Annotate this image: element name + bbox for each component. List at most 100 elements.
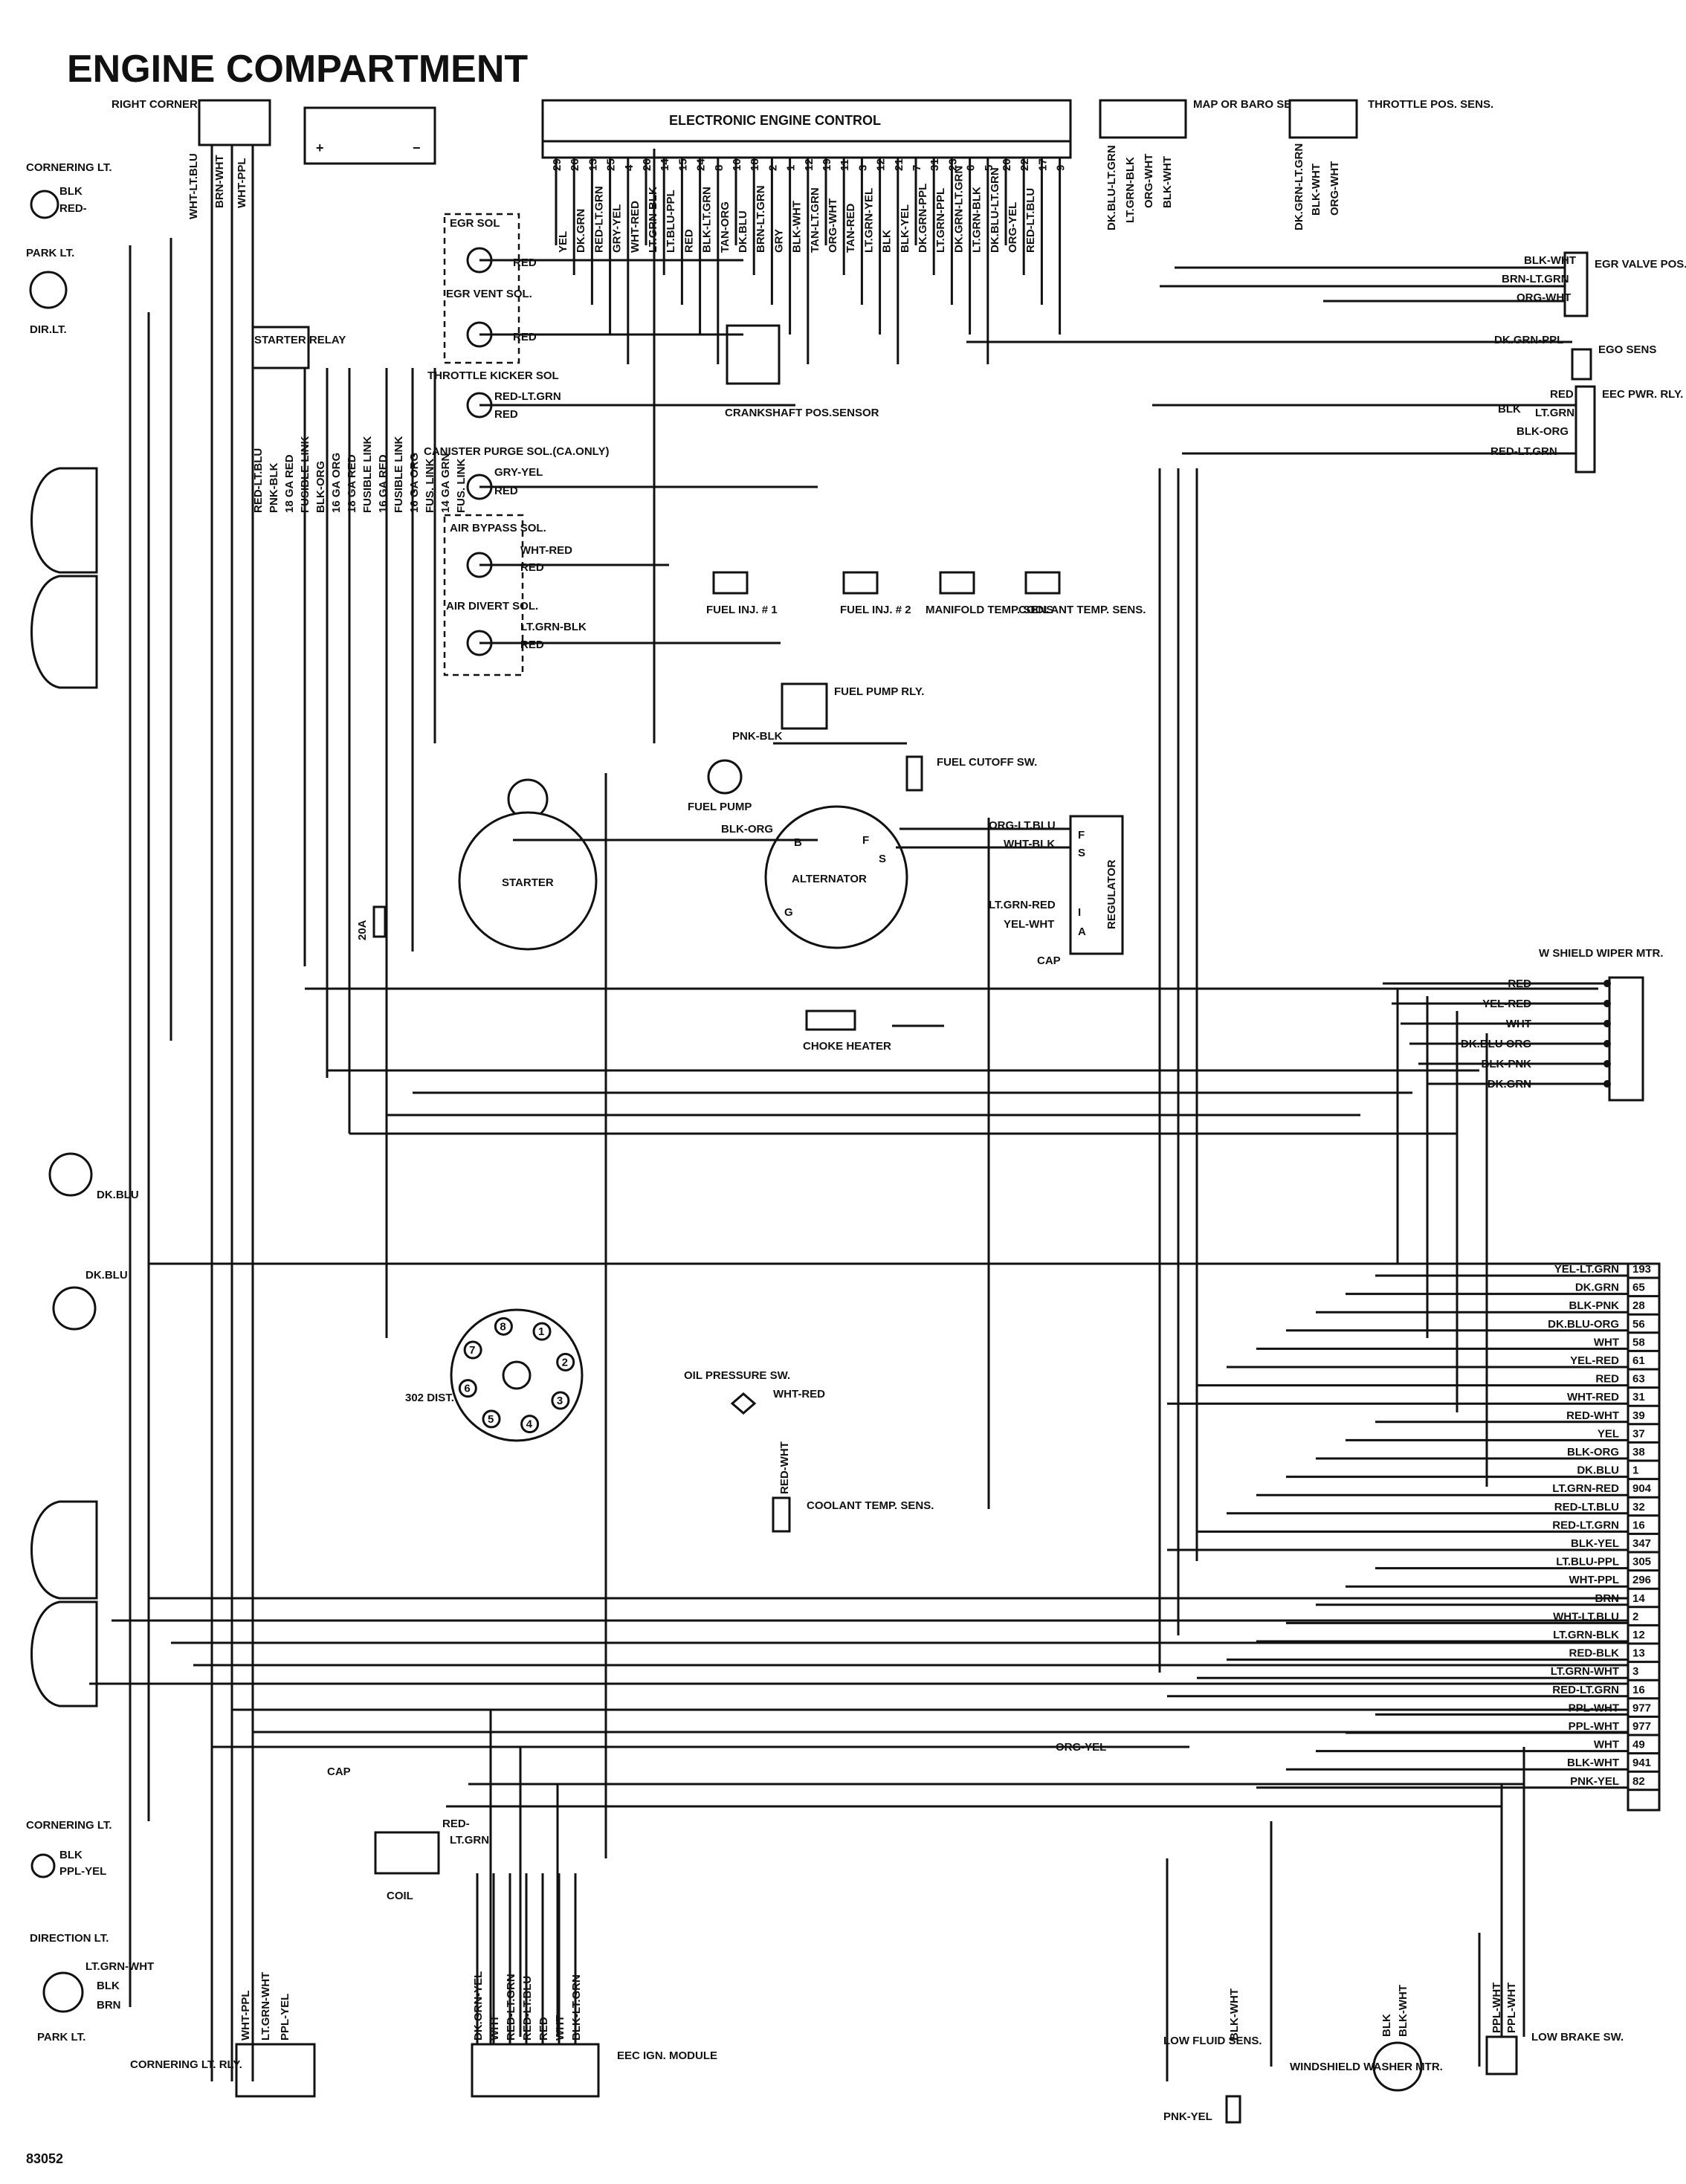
park-lt-label: PARK LT. — [26, 247, 74, 259]
eec-wire-label: RED — [682, 229, 695, 253]
fuel-cutoff-sw — [905, 755, 923, 792]
right-cornering-wires: WHT-LT.BLU BRN-WHT WHT-PPL — [187, 153, 248, 219]
svg-text:A: A — [1078, 925, 1086, 938]
svg-text:YEL-WHT: YEL-WHT — [1004, 918, 1054, 931]
manifold-temp — [939, 571, 975, 595]
direction-lt-bulb — [42, 1971, 84, 2013]
bulkhead-pin-number: 3 — [1632, 1665, 1638, 1678]
bulkhead-pin-number: 296 — [1632, 1574, 1651, 1586]
dist-terminal — [494, 1316, 513, 1336]
bulkhead-wire-label: LT.GRN-BLK — [1553, 1629, 1619, 1641]
horn-upper — [48, 1152, 93, 1197]
wiper-pin — [1603, 1060, 1611, 1067]
svg-text:RED: RED — [520, 561, 544, 574]
cornering-lt-label: CORNERING LT. — [26, 161, 112, 174]
cornering-rly-wires: WHT-PPL LT.GRN-WHT PPL-YEL — [239, 1972, 291, 2041]
bulkhead-pin-number: 14 — [1632, 1592, 1645, 1605]
eec-wire-label: ORG-WHT — [827, 198, 839, 253]
bulkhead-pin-number: 49 — [1632, 1739, 1645, 1751]
starter-wire-label: 18 GA RED — [346, 454, 358, 513]
eec-ign-module — [471, 2043, 600, 2098]
svg-text:PNK-BLK: PNK-BLK — [732, 730, 783, 743]
bulkhead-wire-label: LT.GRN-WHT — [1551, 1665, 1619, 1678]
bulkhead-pin-number: 12 — [1632, 1629, 1645, 1641]
bulkhead-pin-number: 32 — [1632, 1501, 1645, 1513]
egr-valve-connector — [1563, 251, 1589, 317]
air-bypass-label: AIR BYPASS SOL. — [450, 522, 546, 534]
svg-text:−: − — [413, 140, 421, 155]
coil-cap-label: CAP — [327, 1765, 351, 1778]
throttle-kicker-label: THROTTLE KICKER SOL — [427, 369, 559, 382]
egr-wire-labels: BLK-WHT BRN-LT.GRN ORG-WHT — [1502, 254, 1576, 304]
canister-purge-label: CANISTER PURGE SOL.(CA.ONLY) — [424, 445, 609, 458]
bulkhead-wire-label: PPL-WHT — [1569, 1720, 1619, 1733]
bulkhead-wire-label: RED-LT.BLU — [1554, 1501, 1619, 1513]
svg-text:S: S — [879, 853, 886, 865]
wire-network — [89, 145, 1628, 2081]
eec-wire-label: TAN-LT.GRN — [809, 187, 821, 253]
bulkhead-wire-label: DK.GRN — [1575, 1282, 1619, 1294]
bulkhead-wire-label: WHT — [1594, 1336, 1619, 1348]
bulkhead-pin-number: 977 — [1632, 1702, 1651, 1714]
svg-text:LT.GRN-RED: LT.GRN-RED — [989, 899, 1056, 911]
map-baro-label: MAP OR BARO SENS — [1193, 98, 1307, 111]
ego-label: EGO SENS — [1598, 343, 1656, 356]
bulkhead-pin-number: 2 — [1632, 1610, 1638, 1623]
regulator-label: REGULATOR — [1105, 859, 1118, 929]
svg-text:PPL-YEL: PPL-YEL — [279, 1994, 291, 2041]
svg-text:ORG-WHT: ORG-WHT — [1143, 154, 1155, 208]
fuel-pump-rly-label: FUEL PUMP RLY. — [834, 685, 924, 698]
starter-wire-label: PNK-BLK — [268, 462, 280, 513]
fuel-inj-2-label: FUEL INJ. # 2 — [840, 604, 911, 616]
fuel-pump — [707, 759, 743, 795]
starter-wire-label: 14 GA GRN — [439, 453, 452, 513]
eec-pwr-wire-labels: RED BLK LT.GRN BLK-ORG RED-LT.GRN — [1490, 388, 1574, 458]
eec-label: ELECTRONIC ENGINE CONTROL — [669, 113, 881, 128]
bulkhead-pin-number: 1 — [1632, 1464, 1638, 1477]
svg-text:DK.BLU: DK.BLU — [85, 1269, 128, 1282]
low-fluid-label: LOW FLUID SENS. — [1163, 2035, 1262, 2047]
starter-relay — [251, 326, 310, 369]
svg-text:RED-: RED- — [442, 1818, 470, 1830]
bulkhead-pin-number: 977 — [1632, 1720, 1651, 1733]
eec-wire-label: BLK-WHT — [791, 201, 804, 253]
svg-text:BLK-WHT: BLK-WHT — [1310, 164, 1322, 216]
bulkhead-wire-label: BLK-WHT — [1567, 1757, 1619, 1769]
bulkhead-pin-number: 13 — [1632, 1647, 1645, 1660]
cornering-lt2-label: CORNERING LT. — [26, 1819, 112, 1832]
dist-terminal-number: 8 — [500, 1320, 506, 1333]
cornering-lt2-bulb — [30, 1853, 56, 1878]
coolant-temp-sw — [772, 1496, 791, 1533]
svg-text:BLK-WHT: BLK-WHT — [1161, 156, 1174, 208]
svg-text:RED: RED — [494, 408, 518, 421]
ego-connector — [1571, 348, 1592, 381]
eec-pwr-connector — [1574, 385, 1596, 474]
bulkhead-wire-label: PNK-YEL — [1570, 1775, 1619, 1788]
dist-terminal-number: 5 — [488, 1413, 494, 1426]
bulkhead-wire-label: YEL-LT.GRN — [1554, 1263, 1619, 1276]
bulkhead-pin-number: 904 — [1632, 1482, 1652, 1495]
dist-terminal-number: 3 — [557, 1395, 563, 1407]
eec-wire-label: YEL — [557, 231, 569, 253]
bulkhead-pin-number: 38 — [1632, 1446, 1645, 1458]
coolant-temp-label: COOLANT TEMP. SENS. — [1018, 604, 1146, 616]
choke-heater-label: CHOKE HEATER — [803, 1040, 891, 1053]
svg-text:RED-LT.GRN: RED-LT.GRN — [1490, 445, 1557, 458]
svg-text:LT.GRN-BLK: LT.GRN-BLK — [520, 621, 587, 633]
svg-text:BLK-WHT: BLK-WHT — [1397, 1985, 1409, 2037]
bulkhead-wire-label: LT.GRN-RED — [1552, 1482, 1619, 1495]
svg-text:DK.GRN-PPL: DK.GRN-PPL — [1494, 334, 1563, 346]
wiper-pin — [1603, 1020, 1611, 1027]
eec-wire-label: DK.BLU-LT.GRN — [989, 167, 1001, 253]
eec-wire-label: RED-LT.GRN — [592, 186, 605, 253]
bulkhead-wire-label: LT.BLU-PPL — [1556, 1556, 1619, 1568]
svg-text:WHT-RED: WHT-RED — [520, 544, 572, 557]
eec-wire-label: BLK-YEL — [899, 204, 911, 253]
park-lt2-label: PARK LT. — [37, 2031, 85, 2044]
eec-wire-label: WHT-RED — [629, 201, 642, 253]
starter-label: STARTER — [502, 876, 554, 889]
wiper-connector — [1608, 976, 1644, 1102]
starter-wire-label: FUS. LINK — [424, 459, 436, 513]
